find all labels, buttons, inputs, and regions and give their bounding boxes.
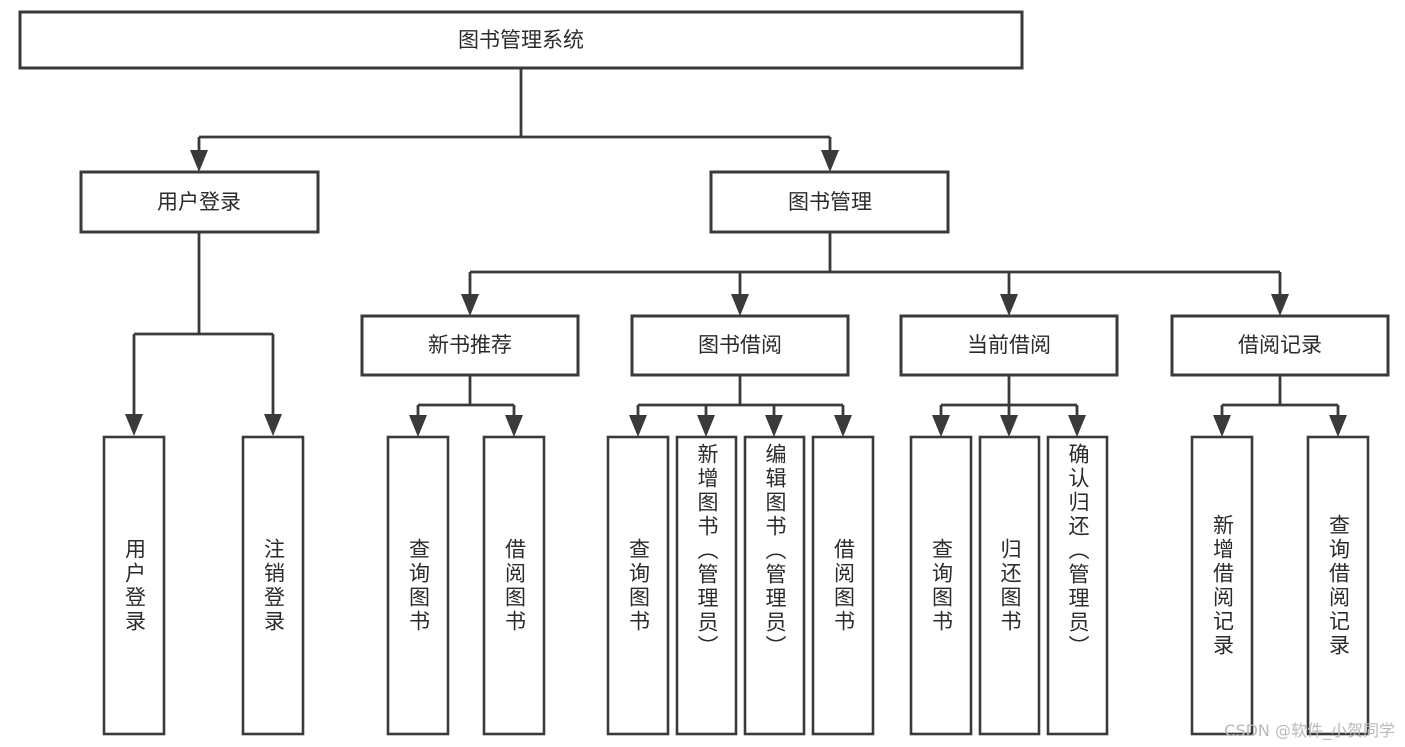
node-book-manage-label: 图书管理	[788, 190, 872, 214]
vtext-confirm-return: 确认归还（管理员）	[1066, 443, 1090, 659]
node-user-login-label: 用户登录	[157, 190, 241, 214]
arrowhead-new-book-recommend	[461, 294, 479, 316]
node-leaf-query-record-box[interactable]	[1306, 435, 1370, 736]
node-leaf-user-logout-text-area: 注销登录	[261, 537, 286, 634]
node-leaf-query-book-1[interactable]: 查询图书	[386, 435, 450, 736]
node-current-borrow-label: 当前借阅	[967, 333, 1051, 357]
vtext-query-record: 查询借阅记录	[1326, 513, 1351, 658]
vtext-edit-book: 编辑图书（管理员）	[763, 443, 787, 659]
node-leaf-query-book-1-text-area: 查询图书	[406, 537, 431, 634]
csdn-watermark: CSDN @软件_小贺同学	[1224, 721, 1395, 740]
node-leaf-add-record-text-area: 新增借阅记录	[1210, 513, 1235, 658]
node-leaf-query-book-3-box[interactable]	[909, 435, 973, 736]
arrowhead-leaf-query-book-1	[409, 415, 427, 437]
vtext-query-book-1: 查询图书	[406, 537, 431, 634]
vtext-query-book-2: 查询图书	[626, 537, 651, 634]
arrowhead-leaf-add-book	[697, 415, 715, 437]
node-user-login[interactable]: 用户登录	[79, 170, 320, 234]
vtext-add-book: 新增图书（管理员）	[695, 443, 719, 659]
vtext-borrow-book-1: 借阅图书	[502, 537, 527, 634]
node-leaf-borrow-book-2-text-area: 借阅图书	[831, 537, 856, 634]
node-leaf-query-book-1-box[interactable]	[386, 435, 450, 736]
node-leaf-user-logout[interactable]: 注销登录	[241, 435, 305, 736]
node-root-box[interactable]	[18, 10, 1024, 70]
node-leaf-return-book[interactable]: 归还图书	[978, 435, 1041, 736]
node-book-borrow[interactable]: 图书借阅	[630, 314, 850, 377]
node-leaf-return-book-text-area: 归还图书	[998, 537, 1022, 634]
arrowhead-leaf-query-record	[1329, 415, 1347, 437]
node-current-borrow[interactable]: 当前借阅	[899, 314, 1119, 377]
node-borrow-record-label: 借阅记录	[1238, 333, 1322, 357]
node-leaf-user-login[interactable]: 用户登录	[102, 435, 166, 736]
node-leaf-borrow-book-2-box[interactable]	[811, 435, 875, 736]
node-book-manage[interactable]: 图书管理	[709, 170, 950, 234]
node-leaf-confirm-return-box[interactable]	[1046, 435, 1109, 736]
node-book-manage-box[interactable]	[709, 170, 950, 234]
arrowhead-current-borrow	[1000, 294, 1018, 316]
node-leaf-query-book-3[interactable]: 查询图书	[909, 435, 973, 736]
node-leaf-return-book-box[interactable]	[978, 435, 1041, 736]
node-leaf-user-logout-box[interactable]	[241, 435, 305, 736]
node-leaf-borrow-book-2[interactable]: 借阅图书	[811, 435, 875, 736]
vtext-borrow-book-2: 借阅图书	[831, 537, 856, 634]
arrowhead-leaf-confirm-return	[1068, 415, 1086, 437]
node-leaf-query-book-3-text-area: 查询图书	[929, 537, 954, 634]
arrowhead-leaf-borrow-book-1	[505, 415, 523, 437]
node-borrow-record-box[interactable]	[1170, 314, 1390, 377]
arrowhead-book-borrow	[731, 294, 749, 316]
node-leaf-user-login-text-area: 用户登录	[122, 537, 147, 634]
arrowhead-leaf-borrow-book-2	[834, 415, 852, 437]
node-leaf-borrow-book-1-text-area: 借阅图书	[502, 537, 527, 634]
arrowhead-leaf-query-book-2	[629, 415, 647, 437]
vtext-return-book: 归还图书	[998, 537, 1022, 634]
node-new-book-recommend-label: 新书推荐	[428, 333, 512, 357]
node-user-login-box[interactable]	[79, 170, 320, 234]
arrowhead-leaf-user-logout	[264, 414, 282, 436]
node-leaf-confirm-return[interactable]: 确认归还（管理员）	[1046, 435, 1109, 736]
node-leaf-borrow-book-1-box[interactable]	[482, 435, 546, 736]
node-new-book-recommend-box[interactable]	[360, 314, 580, 377]
arrowhead-user-login	[190, 150, 208, 172]
node-leaf-query-book-2[interactable]: 查询图书	[606, 435, 670, 736]
arrowhead-leaf-edit-book	[765, 415, 783, 437]
node-leaf-add-record-box[interactable]	[1190, 435, 1254, 736]
node-book-borrow-label: 图书借阅	[698, 333, 782, 357]
vtext-user-login: 用户登录	[122, 537, 147, 634]
arrowhead-leaf-query-book-3	[932, 415, 950, 437]
arrowhead-leaf-return-book	[1000, 415, 1018, 437]
arrowhead-leaf-user-login	[125, 414, 143, 436]
arrowhead-borrow-record	[1271, 294, 1289, 316]
node-book-borrow-box[interactable]	[630, 314, 850, 377]
node-leaf-query-book-2-text-area: 查询图书	[626, 537, 651, 634]
node-borrow-record[interactable]: 借阅记录	[1170, 314, 1390, 377]
node-root[interactable]: 图书管理系统	[18, 10, 1024, 70]
node-leaf-query-book-2-box[interactable]	[606, 435, 670, 736]
vtext-query-book-3: 查询图书	[929, 537, 954, 634]
vtext-add-record: 新增借阅记录	[1210, 513, 1235, 658]
node-leaf-add-book-text-area: 新增图书（管理员）	[695, 443, 719, 659]
node-leaf-confirm-return-text-area: 确认归还（管理员）	[1066, 443, 1090, 659]
arrowhead-leaf-add-record	[1213, 415, 1231, 437]
node-new-book-recommend[interactable]: 新书推荐	[360, 314, 580, 377]
vtext-user-logout: 注销登录	[261, 537, 286, 634]
node-leaf-add-book[interactable]: 新增图书（管理员）	[675, 435, 738, 736]
node-current-borrow-box[interactable]	[899, 314, 1119, 377]
node-root-label: 图书管理系统	[458, 28, 584, 52]
node-leaf-add-record[interactable]: 新增借阅记录	[1190, 435, 1254, 736]
arrowhead-book-manage	[821, 150, 839, 172]
node-leaf-query-record[interactable]: 查询借阅记录	[1306, 435, 1370, 736]
node-leaf-edit-book[interactable]: 编辑图书（管理员）	[743, 435, 806, 736]
node-leaf-query-record-text-area: 查询借阅记录	[1326, 513, 1351, 658]
node-leaf-edit-book-text-area: 编辑图书（管理员）	[763, 443, 787, 659]
node-leaf-user-login-box[interactable]	[102, 435, 166, 736]
node-leaf-add-book-box[interactable]	[675, 435, 738, 736]
node-leaf-borrow-book-1[interactable]: 借阅图书	[482, 435, 546, 736]
node-leaf-edit-book-box[interactable]	[743, 435, 806, 736]
connector-layer	[125, 68, 1347, 437]
